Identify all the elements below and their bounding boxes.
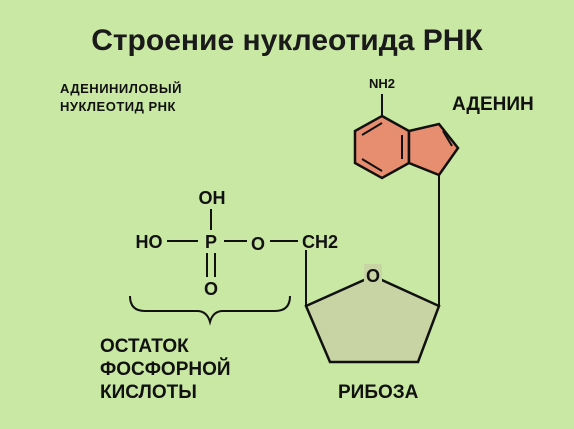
diagram-title: Строение нуклеотида РНК — [91, 24, 483, 57]
adenine-double-bond — [361, 122, 383, 136]
phosphate-p: P — [205, 232, 217, 252]
phosphate-o-bridge: O — [251, 234, 265, 254]
phosphate-label-line-1: ОСТАТОК — [100, 336, 189, 357]
phosphate-brace — [129, 295, 291, 326]
phosphate-label-line-2: ФОСФОРНОЙ — [100, 358, 231, 380]
caption-line-1: АДЕНИНИЛОВЫЙ — [60, 81, 182, 96]
ribose-structure: O CH2 РИБОЗА — [302, 232, 441, 403]
adenine-label: АДЕНИН — [452, 94, 534, 115]
caption-line-2: НУКЛЕОТИД РНК — [60, 99, 176, 114]
phosphate-structure: OH HO P O O ОСТАТОК ФОСФОРНОЙ КИСЛОТЫ — [100, 188, 298, 403]
adenine-six-ring — [353, 114, 411, 180]
phosphate-label-line-3: КИСЛОТЫ — [100, 382, 197, 403]
adenine-five-ring — [407, 122, 460, 177]
phosphate-ho-left: HO — [136, 232, 163, 252]
adenine-double-bond — [442, 130, 453, 147]
ribose-label: РИБОЗА — [338, 382, 419, 403]
ch2-label: CH2 — [302, 232, 338, 252]
amino-group-label: NH2 — [369, 76, 395, 91]
adenine-structure: NH2 АДЕНИН — [353, 76, 534, 180]
adenine-double-bond — [361, 158, 383, 172]
phosphate-o-bottom: O — [204, 279, 218, 299]
phosphate-oh-top: OH — [199, 188, 226, 208]
ribose-oxygen-mask — [364, 264, 382, 284]
ribose-ring-oxygen: O — [366, 266, 380, 286]
ribose-ring — [304, 274, 441, 364]
